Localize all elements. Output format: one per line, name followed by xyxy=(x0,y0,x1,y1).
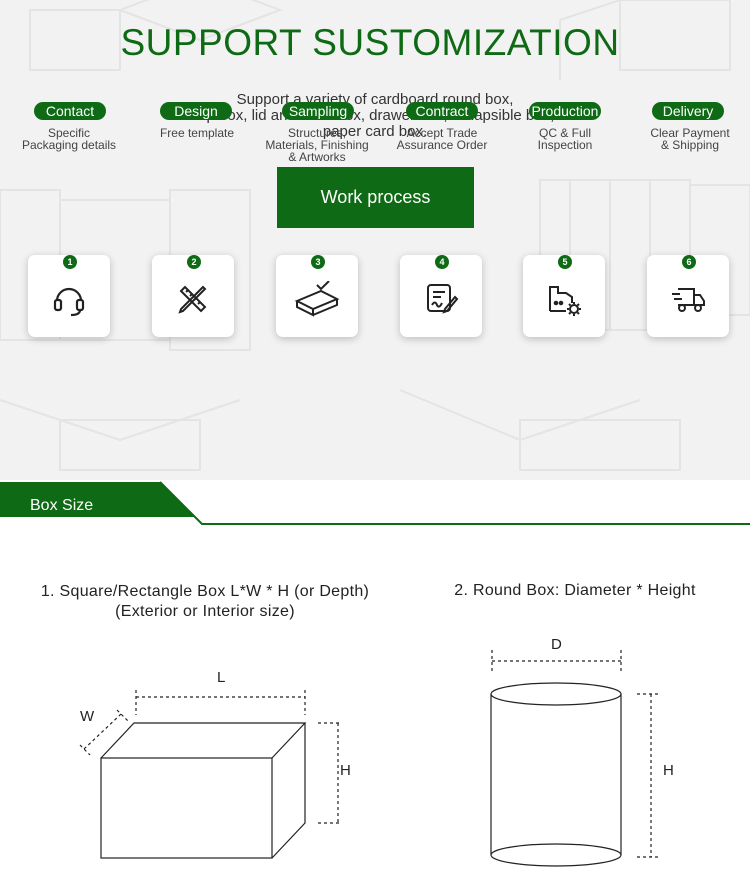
step-desc-production: QC & Full Inspection xyxy=(505,127,625,151)
step-number: 4 xyxy=(435,255,449,269)
height-label: H xyxy=(340,762,351,779)
step-number: 5 xyxy=(558,255,572,269)
length-label: L xyxy=(217,669,225,686)
step-label-production: Production xyxy=(529,102,601,120)
box-size-label: Box Size xyxy=(30,497,94,514)
step-desc-contract: Accept Trade Assurance Order xyxy=(382,127,502,151)
page-title: SUPPORT SUSTOMIZATION xyxy=(120,22,620,63)
desc-line: Specific xyxy=(47,126,91,140)
step-card: 2 xyxy=(152,255,234,337)
subtitle-line: paper card box. xyxy=(322,123,428,140)
step-number: 1 xyxy=(63,255,77,269)
box-check-icon xyxy=(294,281,340,317)
desc-line: Clear Payment xyxy=(650,126,730,140)
step-card: 6 xyxy=(647,255,729,337)
desc-line: & Artworks xyxy=(288,150,346,164)
step-card: 5 xyxy=(523,255,605,337)
step-desc-design: Free template xyxy=(137,127,257,139)
step-label-contract: Contract xyxy=(406,102,478,120)
step-label-sampling: Sampling xyxy=(282,102,354,120)
step-card: 4 xyxy=(400,255,482,337)
step-desc-delivery: Clear Payment & Shipping xyxy=(630,127,750,151)
headset-icon xyxy=(53,287,85,317)
factory-gear-icon xyxy=(549,286,581,316)
box-size-banner xyxy=(0,481,750,525)
desc-line: Packaging details xyxy=(21,138,117,152)
step-number: 6 xyxy=(682,255,696,269)
desc-line: Structures, xyxy=(287,126,347,140)
delivery-truck-icon xyxy=(672,288,705,312)
width-label: W xyxy=(80,708,95,725)
round-height-label: H xyxy=(663,762,674,779)
desc-line: QC & Full xyxy=(538,126,591,140)
work-process-banner: Work process xyxy=(277,167,474,228)
desc-line: Free template xyxy=(159,126,235,140)
square-box-caption: 1. Square/Rectangle Box L*W * H (or Dept… xyxy=(0,582,410,622)
round-box-caption: 2. Round Box: Diameter * Height xyxy=(454,582,696,599)
step-number: 2 xyxy=(187,255,201,269)
caption-line: (Exterior or Interior size) xyxy=(115,603,295,620)
square-box-diagram xyxy=(79,690,342,859)
round-box-diagram xyxy=(490,650,660,867)
step-card: 3 xyxy=(276,255,358,337)
step-label-design: Design xyxy=(160,102,232,120)
desc-line: Assurance Order xyxy=(396,138,488,152)
desc-line: & Shipping xyxy=(660,138,720,152)
step-desc-contact: Specific Packaging details xyxy=(9,127,129,151)
hero-section: SUPPORT SUSTOMIZATION Support a variety … xyxy=(0,0,750,480)
desc-line: Accept Trade xyxy=(406,126,478,140)
desc-line: Inspection xyxy=(537,138,593,152)
step-number: 3 xyxy=(311,255,325,269)
step-desc-sampling: Structures, Materials, Finishing & Artwo… xyxy=(257,127,377,163)
step-label-contact: Contact xyxy=(34,102,106,120)
contract-sign-icon xyxy=(427,284,459,314)
step-card: 1 xyxy=(28,255,110,337)
step-label-delivery: Delivery xyxy=(652,102,724,120)
desc-line: Materials, Finishing xyxy=(265,138,369,152)
caption-line: 1. Square/Rectangle Box L*W * H (or Dept… xyxy=(40,583,370,600)
ruler-pencil-icon xyxy=(178,285,207,314)
diameter-label: D xyxy=(551,636,562,653)
